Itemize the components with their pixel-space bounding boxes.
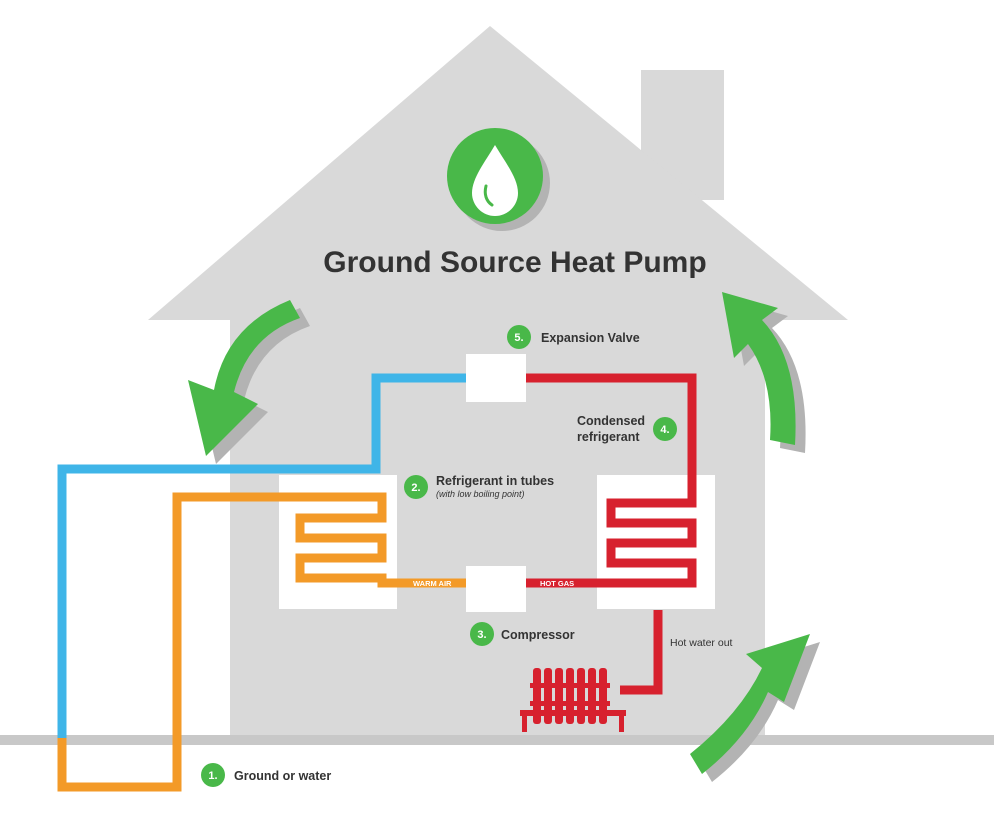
circular-arrow-icon bbox=[722, 292, 806, 453]
step-3-label: 3. Compressor bbox=[470, 622, 575, 646]
compressor-box bbox=[466, 566, 526, 612]
expansion-valve-box bbox=[466, 354, 526, 402]
red-tube bbox=[526, 373, 697, 695]
hot-gas-label: HOT GAS bbox=[540, 579, 574, 588]
step-4-text-line2: refrigerant bbox=[577, 430, 640, 444]
step-1-number: 1. bbox=[208, 770, 217, 782]
step-3-text: Compressor bbox=[501, 628, 575, 642]
water-drop-icon bbox=[472, 145, 518, 216]
step-4-text-line1: Condensed bbox=[577, 414, 645, 428]
step-3-number: 3. bbox=[477, 629, 486, 641]
hot-water-out-label: Hot water out bbox=[670, 637, 733, 649]
step-1-text: Ground or water bbox=[234, 769, 331, 783]
circular-arrow-icon bbox=[690, 634, 820, 782]
step-5-text: Expansion Valve bbox=[541, 331, 640, 345]
step-5-label: 5. Expansion Valve bbox=[507, 325, 640, 349]
page-title: Ground Source Heat Pump bbox=[323, 246, 706, 279]
step-2-subtext: (with low boiling point) bbox=[436, 489, 525, 499]
orange-tube bbox=[57, 492, 466, 792]
flow-arrows bbox=[188, 292, 820, 782]
step-5-number: 5. bbox=[514, 332, 523, 344]
ground-line bbox=[0, 735, 994, 745]
water-drop-badge bbox=[447, 128, 550, 231]
circular-arrow-icon bbox=[188, 300, 310, 464]
step-2-label: 2. Refrigerant in tubes (with low boilin… bbox=[404, 474, 554, 499]
step-4-label: Condensed refrigerant 4. bbox=[577, 414, 677, 444]
step-4-number: 4. bbox=[660, 424, 669, 436]
step-1-label: 1. Ground or water bbox=[201, 763, 331, 787]
step-2-number: 2. bbox=[411, 482, 420, 494]
warm-air-label: WARM AIR bbox=[413, 579, 452, 588]
radiator-icon bbox=[520, 668, 626, 732]
step-2-text: Refrigerant in tubes bbox=[436, 474, 554, 488]
